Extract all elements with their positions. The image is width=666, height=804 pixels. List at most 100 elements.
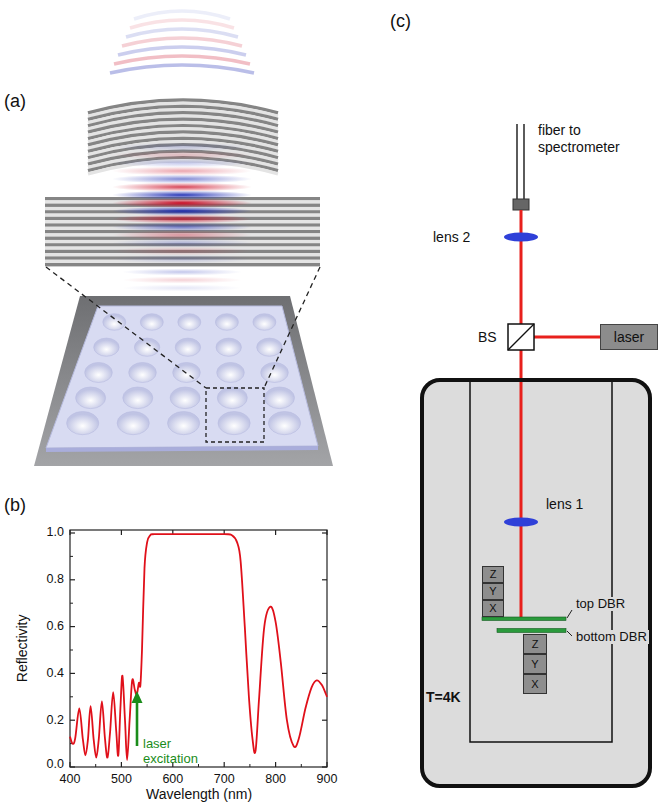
leader-line — [567, 631, 572, 636]
node-text: T=4K — [426, 690, 461, 704]
tick — [70, 673, 75, 674]
node-text: Y — [531, 659, 538, 670]
dimple — [67, 412, 99, 435]
dimple — [117, 412, 149, 435]
substrate-floor — [34, 296, 333, 466]
minor-tick — [70, 696, 73, 697]
node-text: X — [531, 679, 538, 690]
tick — [70, 532, 75, 533]
field-band — [112, 206, 252, 215]
node-text: Z — [490, 569, 497, 580]
field-band — [112, 222, 252, 231]
field-wavefront — [114, 56, 250, 64]
dimple — [218, 412, 250, 435]
dimple — [170, 387, 200, 409]
field-band — [112, 254, 252, 263]
field-wavefront — [130, 20, 234, 28]
tick-label: 0.0 — [47, 758, 64, 771]
tick-label: 0.4 — [47, 667, 64, 680]
dimple — [265, 387, 295, 409]
plot-frame — [70, 530, 327, 767]
component-label: lens 2 — [433, 230, 470, 245]
annotation: laser excitation — [143, 737, 215, 767]
beam-splitter — [508, 324, 534, 350]
beam-splitter-diagonal — [508, 324, 534, 350]
tick — [326, 530, 327, 535]
field-band — [112, 142, 252, 151]
tick-label: 700 — [214, 773, 235, 786]
reflectivity-curve — [70, 534, 327, 760]
tick — [121, 530, 122, 535]
dimple — [253, 314, 276, 331]
minor-tick — [198, 764, 199, 767]
dimple — [123, 387, 153, 409]
positioner-stage: X — [523, 674, 547, 694]
minor-tick — [249, 764, 250, 767]
fiber-connector — [513, 199, 529, 210]
field-band — [112, 174, 252, 183]
axis-title: Reflectivity — [15, 614, 30, 682]
tick — [70, 720, 75, 721]
dimple — [168, 412, 200, 435]
field-band — [112, 230, 252, 239]
panel-label: (c) — [390, 12, 411, 31]
component-label: top DBR — [574, 597, 627, 611]
top-dbr — [482, 617, 566, 621]
field-band — [122, 277, 242, 284]
component-label: fiber to spectrometer — [538, 122, 634, 156]
tick — [69, 530, 70, 535]
field-wavefront — [134, 11, 230, 19]
fiber — [523, 124, 525, 199]
minor-tick — [70, 650, 73, 651]
minor-tick — [70, 556, 73, 557]
tick-label: 500 — [111, 773, 132, 786]
field-wavefront — [118, 47, 246, 55]
field-band — [122, 269, 242, 276]
positioner-stage: Y — [482, 583, 504, 600]
field-band — [122, 285, 242, 292]
cryostat-tube — [470, 380, 612, 742]
membrane-edge — [46, 446, 318, 452]
zoom-line — [46, 267, 206, 388]
dimple — [215, 314, 238, 331]
tick — [70, 626, 75, 627]
panel-label: (b) — [4, 496, 26, 515]
tick — [275, 762, 276, 767]
cryostat: T=4KZYXZYX — [420, 378, 652, 788]
tick — [70, 579, 75, 580]
node-text: laser — [614, 330, 644, 344]
tick — [70, 766, 75, 767]
tick — [69, 762, 70, 767]
positioner-stage: X — [482, 600, 504, 617]
field-band — [112, 238, 252, 247]
minor-tick — [95, 764, 96, 767]
dimple — [217, 363, 245, 383]
tick-label: 400 — [60, 773, 81, 786]
positioner-stage: Y — [523, 654, 547, 674]
tick — [322, 579, 327, 580]
positioner-stage: Z — [523, 634, 547, 654]
axis-title: Wavelength (nm) — [146, 787, 252, 802]
field-wavefront — [110, 65, 254, 73]
dimple — [178, 314, 201, 331]
minor-tick — [70, 603, 73, 604]
component-label: BS — [478, 330, 497, 345]
dimple — [175, 338, 200, 356]
tick — [322, 673, 327, 674]
tick-label: 900 — [317, 773, 338, 786]
arrow-head — [132, 691, 143, 703]
dimple — [216, 338, 241, 356]
panel-label: (a) — [4, 92, 26, 111]
dimple — [129, 363, 157, 383]
tick — [322, 626, 327, 627]
field-band — [112, 182, 252, 191]
dimple — [76, 387, 106, 409]
tick-label: 0.2 — [47, 714, 64, 727]
laser-beam — [534, 336, 600, 339]
bottom-dbr — [497, 629, 566, 633]
node-text: Y — [489, 586, 496, 597]
dimple — [217, 387, 247, 409]
zoom-box — [206, 388, 264, 442]
laser-box: laser — [600, 324, 658, 350]
